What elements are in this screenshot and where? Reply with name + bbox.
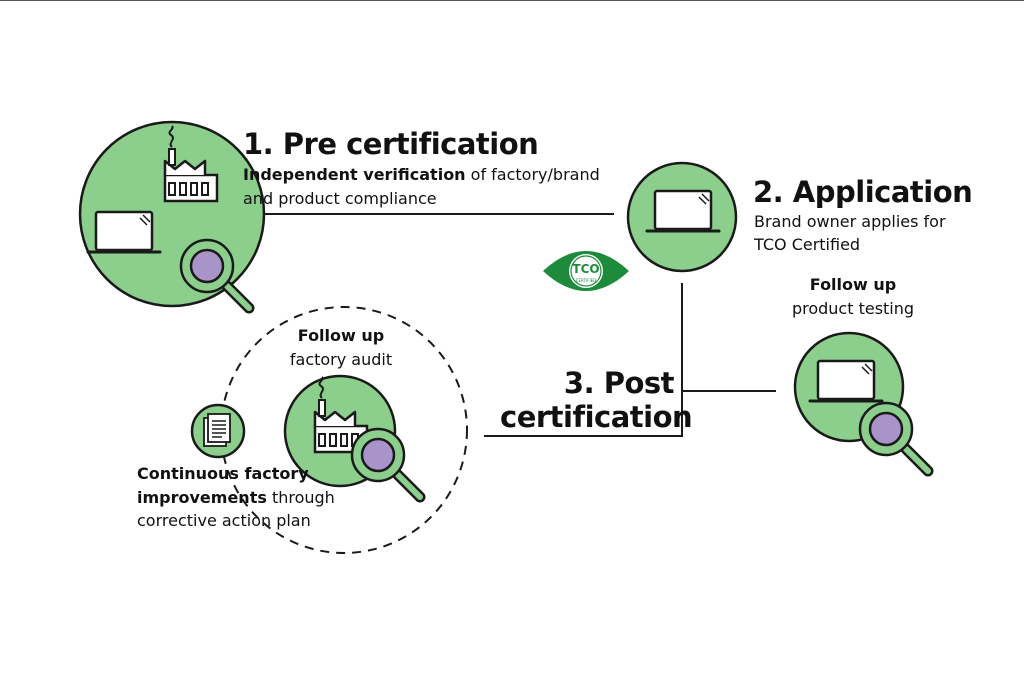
tco-certified-logo: TCO CERTIFIED	[543, 251, 629, 291]
connector-lines	[244, 213, 776, 437]
application-node	[626, 161, 738, 273]
step3-title-line2: certification	[500, 400, 693, 434]
tco-sub: CERTIFIED	[576, 278, 597, 283]
pre-certification-node	[78, 120, 266, 308]
improvements-rest: through	[266, 488, 335, 507]
step1-desc-rest: of factory/brand	[465, 165, 600, 184]
product-testing-node	[793, 331, 928, 471]
laptop-icon	[808, 359, 884, 403]
tco-mark: TCO	[572, 262, 599, 276]
magnifier-icon	[352, 429, 420, 497]
improvements-line3: corrective action plan	[137, 511, 311, 530]
step1-desc-line2: and product compliance	[243, 189, 437, 208]
improvements-line1: Continuous factory	[137, 464, 309, 483]
improvements-bold: improvements	[137, 488, 267, 507]
factory-audit-node	[283, 374, 420, 497]
followup-audit-label: Follow up	[297, 326, 385, 345]
magnifier-icon	[860, 403, 928, 471]
step2-desc-line2: TCO Certified	[754, 235, 861, 254]
step1-desc-bold: Independent verification	[243, 165, 466, 184]
followup-testing-label: Follow up	[809, 275, 897, 294]
improvements-line2: improvements through	[137, 488, 335, 507]
followup-audit-desc: factory audit	[289, 350, 393, 369]
top-border	[0, 0, 1024, 1]
step1-title: 1. Pre certification	[243, 127, 539, 161]
step2-desc-line1: Brand owner applies for	[754, 212, 946, 231]
step2-title: 2. Application	[753, 175, 973, 209]
document-icon	[203, 413, 231, 447]
laptop-icon	[645, 189, 721, 233]
corrective-plan-node	[190, 403, 246, 459]
step3-title-line1: 3. Post	[563, 366, 675, 400]
followup-testing-desc: product testing	[791, 299, 915, 318]
laptop-icon	[86, 210, 162, 254]
step1-desc-line1: Independent verification of factory/bran…	[243, 165, 600, 184]
